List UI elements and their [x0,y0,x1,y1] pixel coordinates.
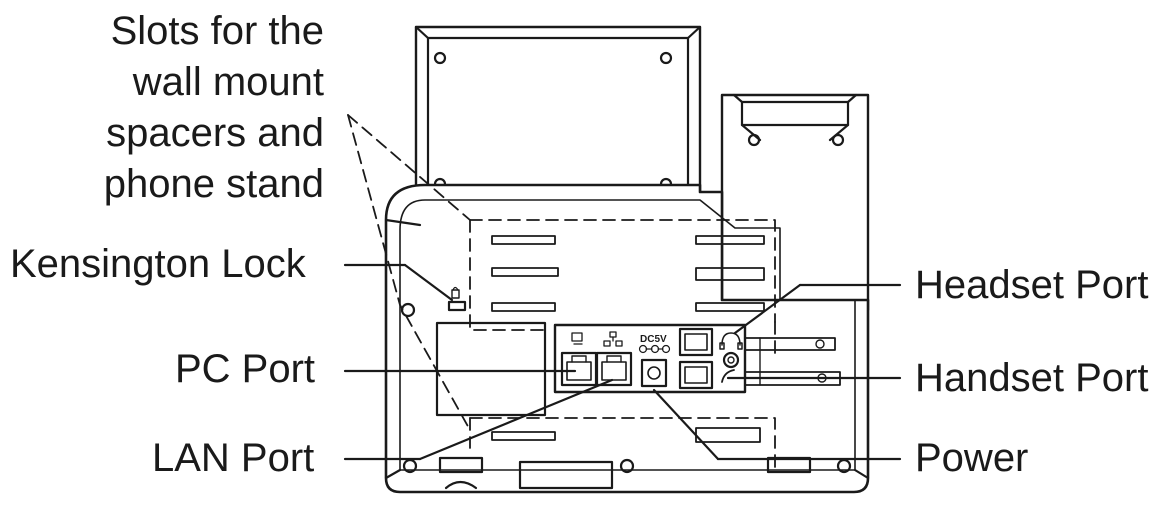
dc-rating-text: DC5V [640,334,667,345]
screw-hole [659,51,673,65]
headset-port-label: Headset Port [915,263,1149,307]
power-jack [640,358,668,388]
lan-port-jack [595,351,633,387]
pc-icon [571,332,583,342]
headset-callout-angled [733,283,802,335]
rubber-foot [438,456,484,474]
power-callout-angled [652,388,720,461]
slots-label-line1: Slots for the [110,9,324,53]
lan-port-label: LAN Port [152,436,315,480]
mount-slots [491,235,765,443]
handset-icon [721,369,735,383]
screw-hole [619,458,635,474]
headset-port-jack [678,327,714,357]
network-icon [603,331,623,347]
label-plate [518,460,614,490]
wall-mount-outline [347,114,776,471]
kensington-callout-angled [403,263,454,302]
kensington-slot [447,286,467,312]
handset-cradle [720,93,870,312]
slots-label-line2: wall mount [132,60,324,104]
lan-port-callout-angled [418,378,614,461]
slots-label-line3: spacers and [106,111,324,155]
screw-hole [831,133,845,147]
slots-label-line4: phone stand [103,162,324,206]
screw-hole [433,51,447,65]
headset-icon [719,332,743,350]
screw-hole [747,133,761,147]
port-panel [553,323,841,394]
callout-lines [343,263,902,461]
audio-jack [722,351,740,369]
pc-port-label: PC Port [175,347,316,391]
handset-port-jack [678,360,714,390]
kensington-lock-label: Kensington Lock [10,242,306,286]
label-sticker [435,321,547,417]
stand-flap-left [414,25,702,207]
dc-polarity-icon [638,344,671,354]
power-label: Power [915,436,1029,480]
handset-port-label: Handset Port [915,356,1149,400]
